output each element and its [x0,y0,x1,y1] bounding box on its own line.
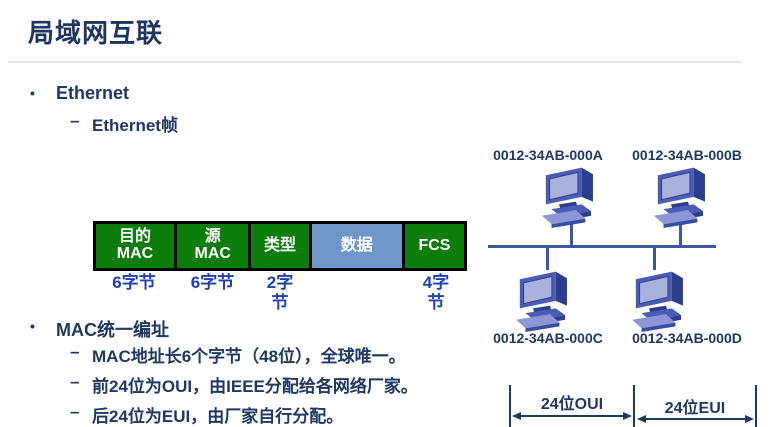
dash-marker: – [70,111,80,130]
dimension-arrows [509,385,757,427]
sub-bullet-mac-length: – MAC地址长6个字节（48位），全球唯一。 [70,342,406,367]
computer-icon [542,167,593,228]
frame-cell-type: 类型 [251,224,309,268]
computer-icon [516,271,567,332]
sub-bullet-oui: – 前24位为OUI，由IEEE分配给各网络厂家。 [70,372,418,397]
dash-marker: – [70,402,80,421]
computer-icon [632,271,683,332]
sub-bullet-ethernet-frame: – Ethernet帧 [70,111,178,136]
frame-cell-dest-mac: 目的 MAC [96,224,175,268]
host-label-d: 0012-34AB-000D [632,330,742,346]
sub-bullet-eui-text: 后24位为EUI，由厂家自行分配。 [92,407,344,426]
bullet-mac-addressing: • MAC统一编址 [30,316,169,342]
host-label-c: 0012-34AB-000C [493,330,603,346]
frame-cell-label: FCS [418,236,451,254]
dash-marker: – [70,342,80,361]
sub-bullet-ethernet-frame-label: Ethernet帧 [92,116,178,135]
frame-cell-label: 数据 [340,236,373,254]
frame-cell-data: 数据 [311,224,402,268]
frame-cell-label: 源 [204,228,221,246]
eui-arrow-label: 24位EUI [664,400,726,417]
frame-cell-src-mac: 源 MAC [177,224,249,268]
bus-line [488,245,716,248]
frame-cell-label: MAC [194,245,231,262]
sub-bullet-eui: – 后24位为EUI，由厂家自行分配。 [70,402,343,427]
host-label-b: 0012-34AB-000B [632,147,742,163]
frame-cell-fcs: FCS [404,224,464,268]
slide-title: 局域网互联 [28,18,164,48]
sub-bullet-oui-text: 前24位为OUI，由IEEE分配给各网络厂家。 [92,377,418,396]
drop-line-d [653,248,656,270]
oui-arrow-label: 24位OUI [540,396,604,413]
computer-icon [654,167,705,228]
byte-label-src-mac: 6字节 [190,273,235,292]
bullet-dot: • [30,85,35,101]
bullet-mac-label: MAC统一编址 [56,320,169,340]
byte-label-type: 2字 节 [266,273,294,312]
bullet-ethernet-label: Ethernet [56,83,130,103]
drop-line-c [546,248,549,270]
host-label-a: 0012-34AB-000A [493,147,603,163]
sub-bullet-mac-length-text: MAC地址长6个字节（48位），全球唯一。 [92,347,406,366]
byte-label-fcs: 4字 节 [422,273,450,312]
bullet-ethernet: • Ethernet [30,83,129,104]
drop-line-a [570,224,573,245]
drop-line-b [679,224,682,245]
byte-label-dest-mac: 6字节 [112,273,156,292]
dash-marker: – [70,372,80,391]
frame-cell-label: 目的 [119,228,152,246]
frame-cell-label: MAC [116,245,154,262]
title-divider [8,61,742,63]
ethernet-frame-table: 目的 MAC 源 MAC 类型 数据 FCS [93,221,467,271]
frame-cell-label: 类型 [263,236,296,254]
bullet-dot: • [30,318,35,334]
